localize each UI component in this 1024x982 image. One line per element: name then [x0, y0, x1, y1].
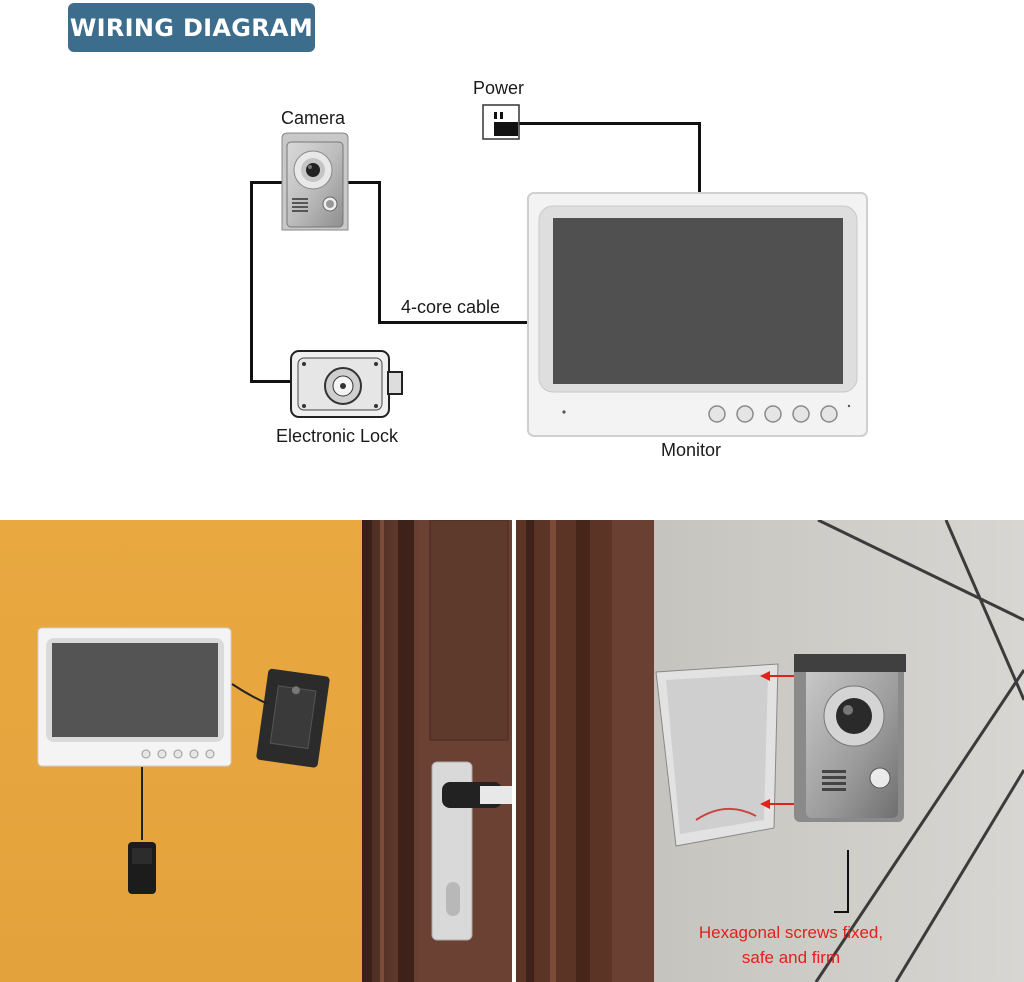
- camera-icon: [281, 132, 349, 231]
- screw-caption-line2: safe and firm: [741, 948, 841, 967]
- diagram-title: WIRING DIAGRAM: [68, 3, 315, 52]
- cable-label: 4-core cable: [401, 297, 501, 317]
- installation-photo-monitor: [0, 520, 512, 982]
- monitor-label: Monitor: [661, 440, 722, 460]
- lock-label: Electronic Lock: [276, 426, 399, 446]
- red-arrow-icon: [760, 671, 794, 809]
- electronic-lock-icon: [290, 350, 403, 418]
- monitor-icon: [527, 192, 868, 437]
- installation-photo-camera: Hexagonal screws fixed, safe and firm: [516, 520, 1024, 982]
- screw-caption-line1: Hexagonal screws fixed,: [698, 923, 884, 942]
- power-label: Power: [473, 78, 525, 98]
- camera-label: Camera: [281, 108, 346, 128]
- power-plug-icon: [482, 104, 520, 140]
- screw-caption: Hexagonal screws fixed, safe and firm: [676, 920, 906, 970]
